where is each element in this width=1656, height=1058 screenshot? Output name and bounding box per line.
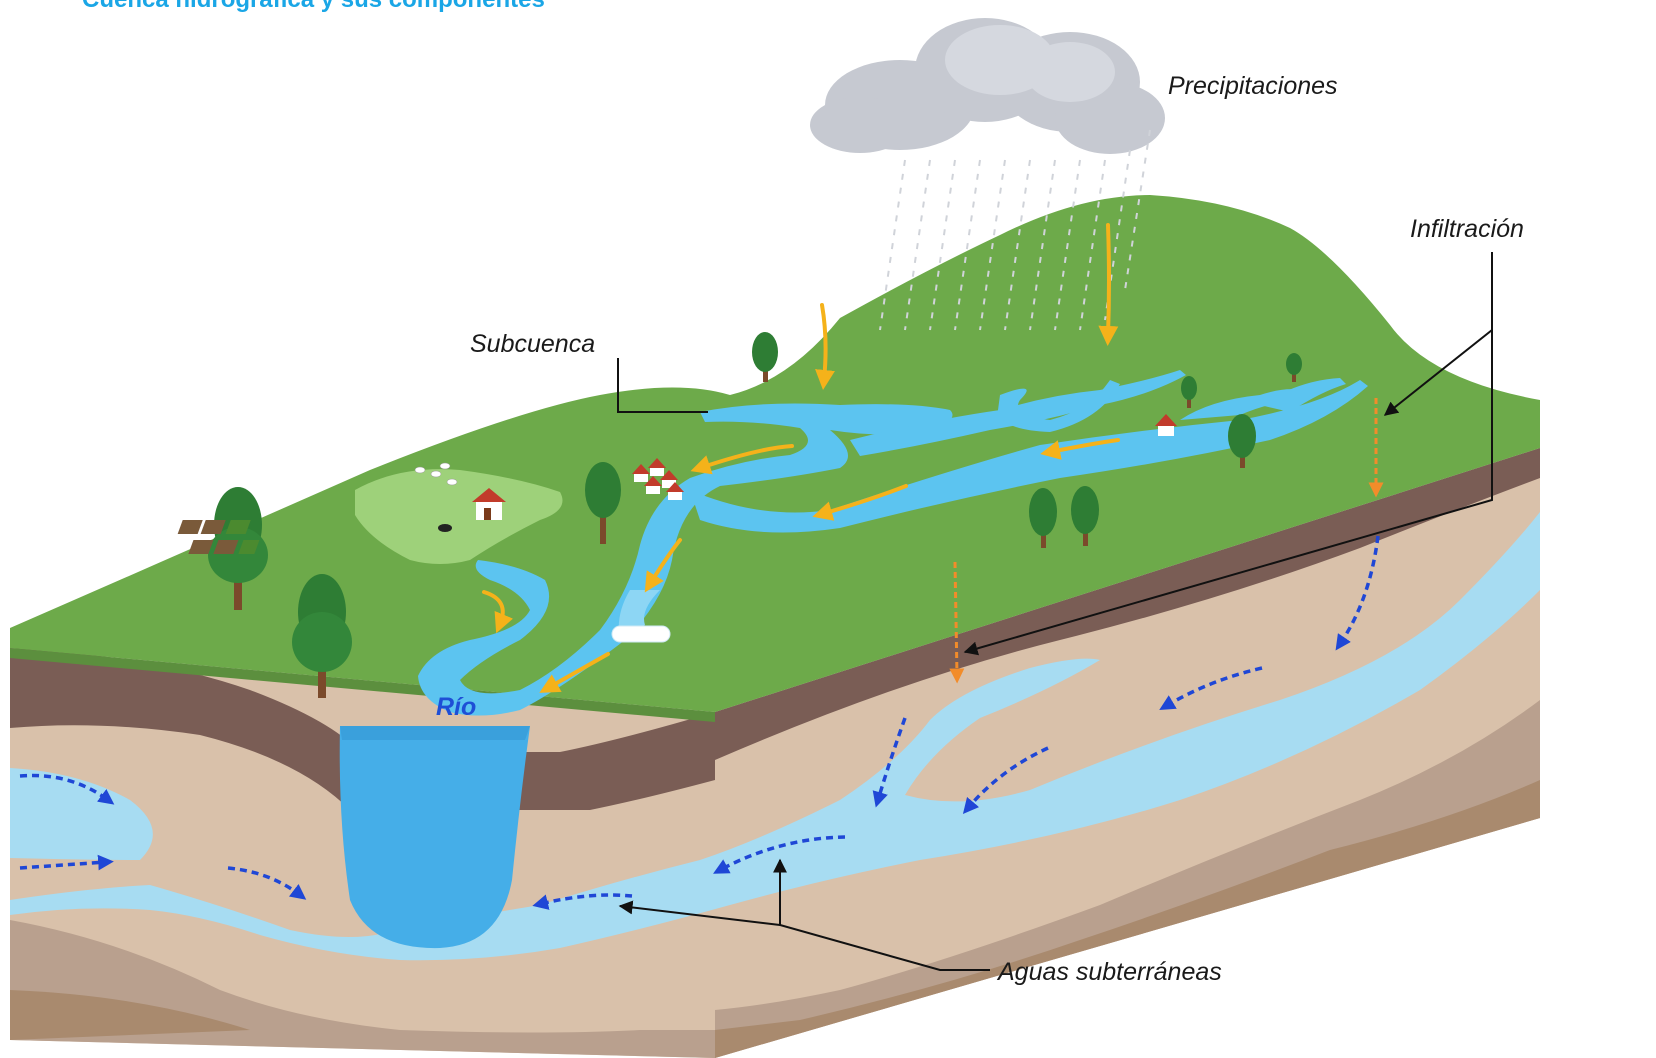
label-aguas-subterraneas: Aguas subterráneas: [996, 958, 1222, 986]
village-houses-icon: [632, 458, 684, 500]
tree-icon-right: [1228, 414, 1256, 468]
tree-icon-hill-left: [752, 332, 778, 382]
surface-rivers: [418, 370, 1368, 716]
tree-icon-pair-1: [1029, 488, 1057, 548]
rain-cloud-icon: [810, 18, 1165, 331]
leader-lines: [617, 252, 1493, 971]
farm-house-icon: [472, 488, 506, 520]
label-rio: Río: [436, 693, 476, 721]
tree-icon-mid: [585, 462, 621, 544]
groundwater-flow-arrows: [19, 535, 1380, 910]
diagram-title: Cuenca hidrográfica y sus componentes: [82, 0, 545, 14]
tree-icon-pair-2: [1071, 486, 1099, 546]
river-lake: [339, 726, 530, 949]
hill-house-icon: [1155, 414, 1177, 436]
land-surface: [10, 195, 1540, 722]
label-precipitaciones: Precipitaciones: [1168, 72, 1338, 100]
waterfall-foam: [611, 625, 671, 643]
farm-area: [177, 462, 563, 564]
label-subcuenca: Subcuenca: [470, 330, 595, 358]
runoff-arrows: [482, 223, 1120, 693]
tree-icon-small-1: [1181, 376, 1197, 408]
label-infiltracion: Infiltración: [1410, 215, 1524, 243]
infiltration-arrows: [949, 398, 1384, 684]
tree-icon-large-front: [292, 574, 352, 698]
tree-icon-small-2: [1286, 353, 1302, 382]
